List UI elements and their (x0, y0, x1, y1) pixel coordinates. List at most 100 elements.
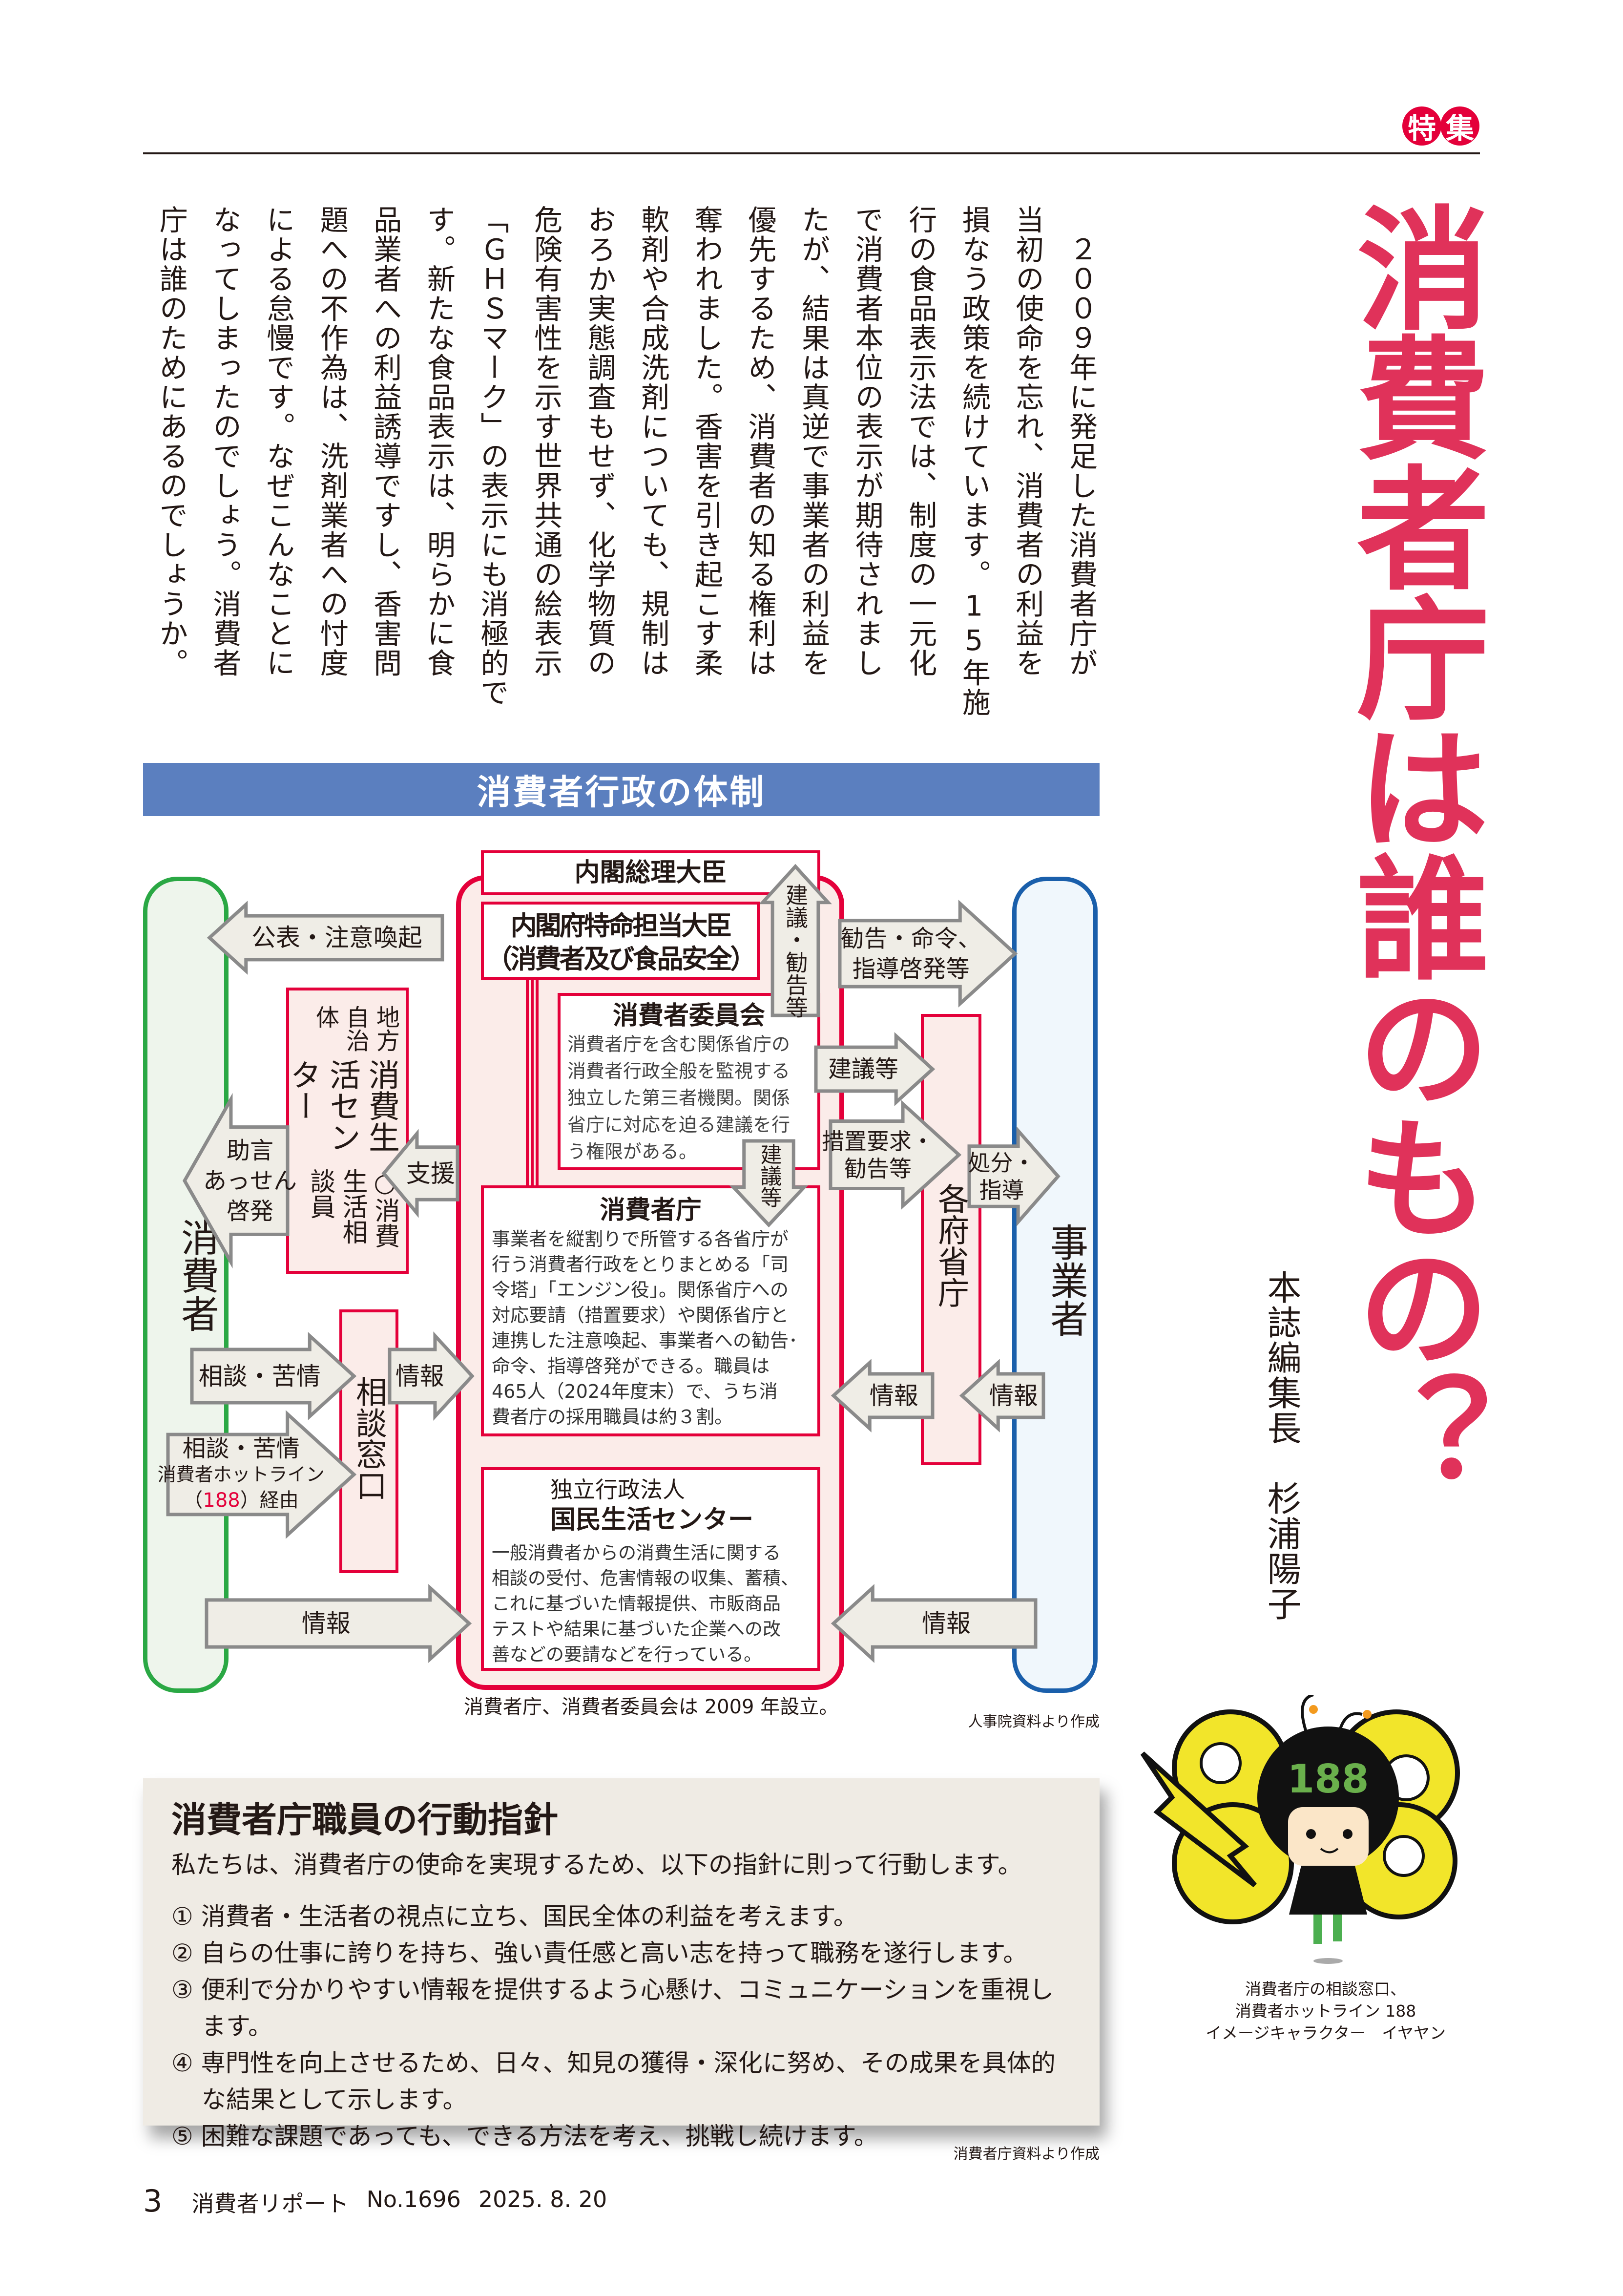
principles-intro: 私たちは、消費者庁の使命を実現するため、以下の指針に則って行動します。 (171, 1851, 1022, 1879)
principle-item: ⑤ 困難な課題であっても、できる方法を考え、挑戦し続けます。 (171, 2122, 878, 2150)
ministries-label: 各府省庁 (933, 1183, 969, 1308)
article-title: 消費者庁は誰のもの？ (1334, 200, 1488, 1499)
diagram-title: 消費者行政の体制 (143, 763, 1100, 816)
info-to-agency-arrow: 情報 (388, 1331, 475, 1421)
description-line: 相談の受付、危害情報の収集、蓄積、 (492, 1568, 799, 1589)
arrow-label: 公表・注意喚起 (251, 924, 422, 952)
consultation-arrow: 相談・苦情 (190, 1332, 357, 1420)
minister-box: 内閣府特命担当大臣 （消費者及び食品安全） (481, 902, 760, 980)
hotline-consultation-arrow: 相談・苦情消費者ホットライン（188）経由 (158, 1410, 357, 1539)
ncac-title: 国民生活センター (550, 1505, 754, 1535)
principle-item: ④ 専門性を向上させるため、日々、知見の獲得・深化に努め、その成果を具体的な結果… (171, 2049, 1056, 2114)
article-column: 危険有害性を示す世界共通の絵表示 (529, 205, 563, 678)
arrow-shape (182, 1093, 290, 1269)
principle-item: ① 消費者・生活者の視点に立ち、国民全体の利益を考えます。 (171, 1902, 858, 1931)
description-line: 一般消費者からの消費生活に関する (492, 1542, 781, 1563)
description-line: 令塔」「エンジン役」。関係省庁への (492, 1279, 789, 1301)
article-column: で消費者本位の表示が期待されまし (850, 205, 884, 678)
arrow-label: 情報 (301, 1609, 351, 1638)
caption-line: イメージキャラクター イヤヤン (1205, 2023, 1446, 2043)
arrow-shape (831, 1584, 1038, 1663)
article-column: なってしまったのでしょう。消費者 (208, 205, 242, 678)
mascot-logo-text: 188 (1288, 1756, 1369, 1802)
principles-list: ① 消費者・生活者の視点に立ち、国民全体の利益を考えます。 ② 自らの仕事に誇りを… (171, 1898, 1071, 2155)
arrow-shape (838, 900, 1018, 1008)
feature-badge-char: 特 (1402, 106, 1441, 146)
publish-warning-arrow: 公表・注意喚起 (207, 901, 444, 975)
description-line: 対応要請（措置要求）や関係省庁と (492, 1305, 789, 1326)
arrow-label: 措置要求・勧告等 (822, 1128, 935, 1182)
arrow-label: 建議・勧告等 (782, 883, 809, 1018)
arrow-label: 情報 (869, 1381, 918, 1410)
article-column: 品業者への利益誘導ですし、香害問 (369, 205, 402, 678)
connector-lines (526, 980, 539, 1186)
diagram-note: 消費者庁、消費者委員会は 2009 年設立。 (464, 1696, 839, 1718)
issue-number: No.1696 (366, 2186, 461, 2212)
article-column: 軟剤や合成洗剤についても、規制は (636, 205, 670, 678)
principle-item: ③ 便利で分かりやすい情報を提供するよう心懸け、コミュニケーションを重視します。 (171, 1976, 1054, 2041)
description-line: 省庁に対応を迫る建議を行 (567, 1114, 791, 1136)
arrow-shape (166, 1410, 357, 1539)
minister-subtitle: （消費者及び食品安全） (486, 944, 757, 974)
page-number: 3 (143, 2183, 163, 2219)
consumer-center-label: 消費生活センター (285, 1058, 399, 1153)
description-line: 465人（2024年度末）で、うち消 (492, 1381, 778, 1402)
arrow-label: 情報 (989, 1381, 1038, 1410)
arrow-shape (814, 1032, 936, 1106)
arrow-shape (831, 1359, 935, 1432)
article-column: 当初の使命を忘れ、消費者の利益を (1011, 205, 1044, 678)
description-line: 独立した第三者機関。関係 (567, 1087, 791, 1109)
measures-arrow: 措置要求・勧告等 (822, 1100, 962, 1210)
arrow-label: 支援 (406, 1159, 455, 1188)
business-label: 事業者 (1044, 1223, 1088, 1337)
business-column: 事業者 (1012, 877, 1098, 1693)
description-line: 連携した注意喚起、事業者への勧告･ (492, 1330, 798, 1351)
arrow-shape (388, 1331, 475, 1421)
caption-line: 消費者庁の相談窓口、 (1245, 1980, 1406, 1999)
local-gov-label: 地方自治体 (312, 1005, 399, 1052)
description-line: テストや結果に基づいた企業への改 (492, 1619, 781, 1640)
principles-credit: 消費者庁資料より作成 (953, 2146, 1100, 2163)
arrow-shape (959, 1359, 1045, 1432)
article-column: 庁は誰のためにあるのでしょうか。 (154, 205, 188, 678)
article-column: す。新たな食品表示は、明らかに食 (422, 205, 456, 678)
info-from-ministry-arrow: 情報 (831, 1359, 935, 1432)
description-line: 行う消費者行政をとりまとめる「司 (492, 1254, 789, 1275)
minister-title: 内閣府特命担当大臣 (510, 910, 732, 941)
local-government-box: 地方自治体 消費生活センター ○消費生活相談員 (285, 988, 409, 1274)
arrow-label: 建議等 (828, 1055, 899, 1083)
recommend-up-arrow: 建議・勧告等 (759, 864, 832, 1018)
publication-name: 消費者リポート (191, 2191, 349, 2217)
info-bottom-right-arrow: 情報 (831, 1584, 1038, 1663)
hotline-number: 188 (203, 1489, 240, 1512)
principle-item: ② 自らの仕事に誇りを持ち、強い責任感と高い志を持って職務を遂行します。 (171, 1939, 1028, 1967)
article-column: おろか実態調査もせず、化学物質の (583, 205, 616, 678)
arrow-shape (759, 864, 832, 1017)
principles-title: 消費者庁職員の行動指針 (171, 1799, 559, 1840)
article-column: 行の食品表示法では、制度の一元化 (904, 205, 937, 678)
info-from-business-arrow: 情報 (959, 1359, 1045, 1432)
description-line: 命令、指導啓発ができる。職員は (492, 1355, 770, 1377)
caption-line: 消費者ホットライン 188 (1235, 2001, 1416, 2021)
description-line: 消費者行政全般を監視する (567, 1060, 791, 1082)
arrow-label: 情報 (922, 1609, 971, 1638)
arrow-shape (381, 1129, 459, 1218)
prime-minister-box: 内閣総理大臣 (481, 850, 820, 895)
arrow-shape (207, 901, 444, 975)
arrow-shape (829, 1100, 962, 1210)
description-line: 善などの要請などを行っている。 (492, 1644, 762, 1665)
consumer-agency-box: 消費者庁 事業者を縦割りで所管する各省庁が行う消費者行政をとりまとめる「司令塔」… (481, 1185, 820, 1436)
arrow-label: 勧告・命令、指導啓発等 (840, 925, 981, 983)
description-line: 費者庁の採用職員は約３割。 (492, 1406, 733, 1428)
diagram-credit: 人事院資料より作成 (968, 1713, 1100, 1730)
disposition-arrow: 処分・指導 (967, 1126, 1061, 1227)
info-bottom-left-arrow: 情報 (205, 1584, 472, 1663)
article-body: ２００９年に発足した消費者庁が当初の使命を忘れ、消費者の利益を損なう政策を続けて… (143, 205, 1107, 717)
feature-badge-char: 集 (1440, 106, 1479, 146)
article-column: 損なう政策を続けています。15年施 (957, 205, 991, 717)
article-column: による怠慢です。なぜこんなことに (262, 205, 295, 678)
arrow-label: 相談・苦情消費者ホットライン（188）経由 (157, 1435, 325, 1512)
ncac-subtitle: 独立行政法人 (550, 1476, 685, 1503)
agency-description: 事業者を縦割りで所管する各省庁が行う消費者行政をとりまとめる「司令塔」「エンジン… (492, 1226, 810, 1430)
description-line: これに基づいた情報提供、市販商品 (492, 1593, 781, 1614)
